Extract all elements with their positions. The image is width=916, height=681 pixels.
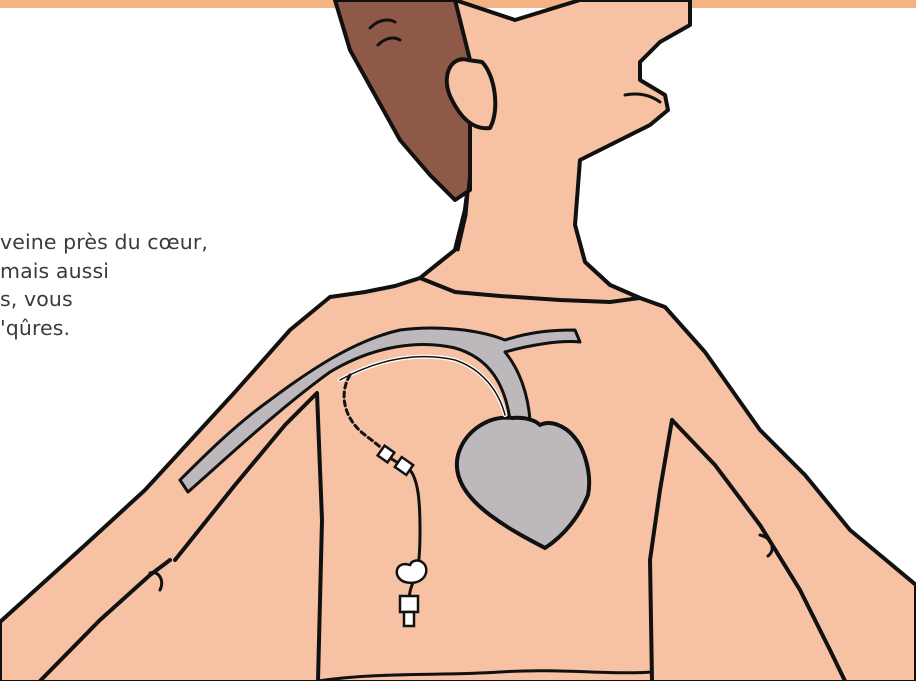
catheter-connector-cap <box>404 612 414 626</box>
catheter-connector <box>400 596 418 612</box>
catheter-clamp <box>397 560 427 582</box>
